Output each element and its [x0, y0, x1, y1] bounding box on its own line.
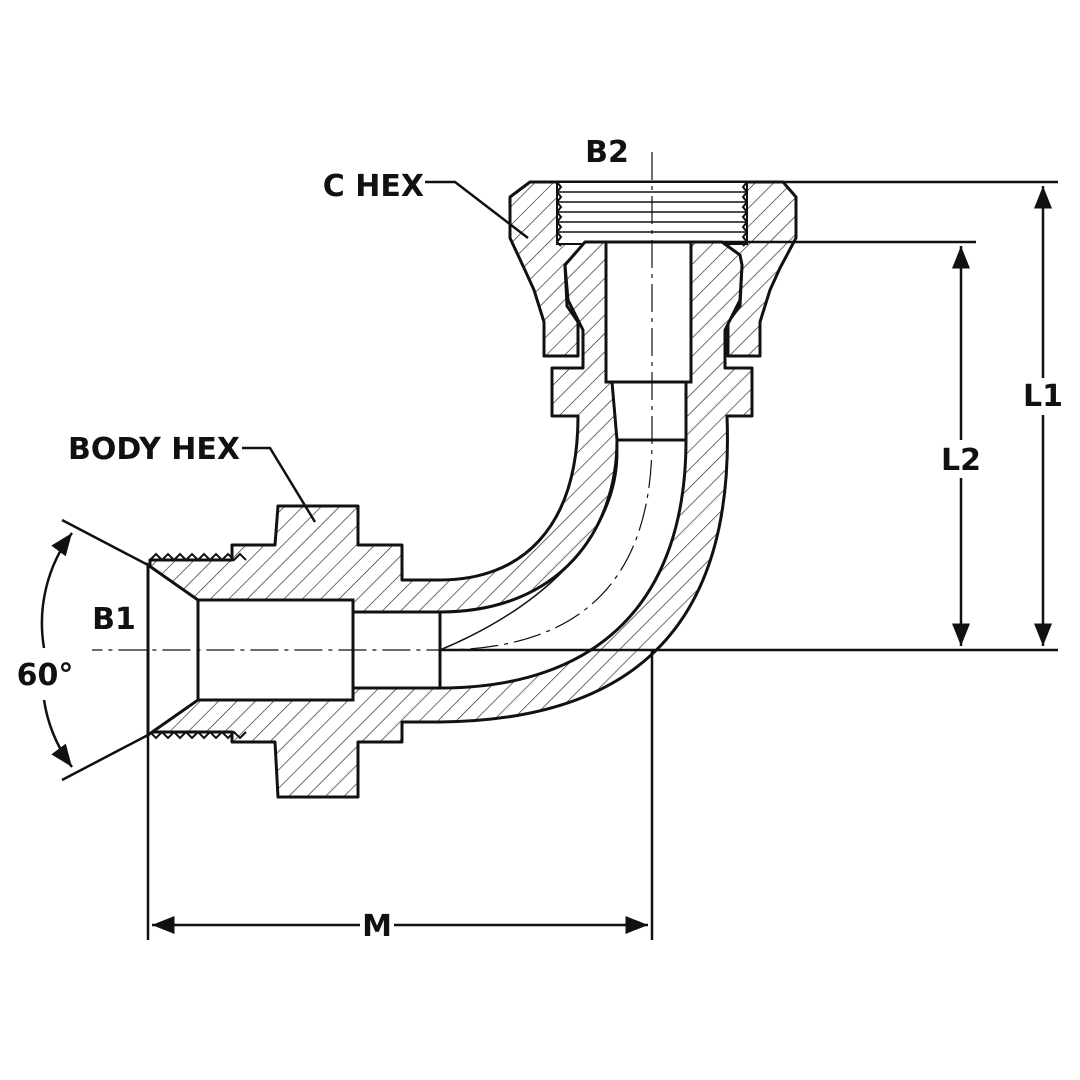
- l1-label: L1: [1023, 379, 1063, 414]
- m-label: M: [362, 909, 392, 944]
- passage-inner-curve: [439, 439, 619, 651]
- b1-inner-bore: [351, 610, 442, 690]
- body-hex-leader: [242, 446, 317, 523]
- b2-bore-step: [610, 380, 688, 442]
- b1-label: B1: [92, 602, 136, 637]
- thread-bottom: [149, 730, 247, 740]
- centerline: [92, 152, 653, 651]
- angle-arc-bottom: [42, 699, 74, 768]
- angle-ext-bottom: [61, 733, 149, 782]
- b2-label: B2: [585, 135, 629, 170]
- c-hex-label: C HEX: [323, 169, 424, 204]
- angle-arc-top: [40, 532, 73, 649]
- l2-label: L2: [941, 443, 981, 478]
- body-hex-label: BODY HEX: [68, 432, 240, 467]
- angle-ext-top: [61, 518, 149, 567]
- angle-label: 60°: [17, 658, 74, 693]
- curved-passage: [438, 438, 688, 690]
- thread-top: [149, 552, 247, 562]
- c-hex-leader: [425, 180, 529, 239]
- b2-bore: [604, 240, 693, 384]
